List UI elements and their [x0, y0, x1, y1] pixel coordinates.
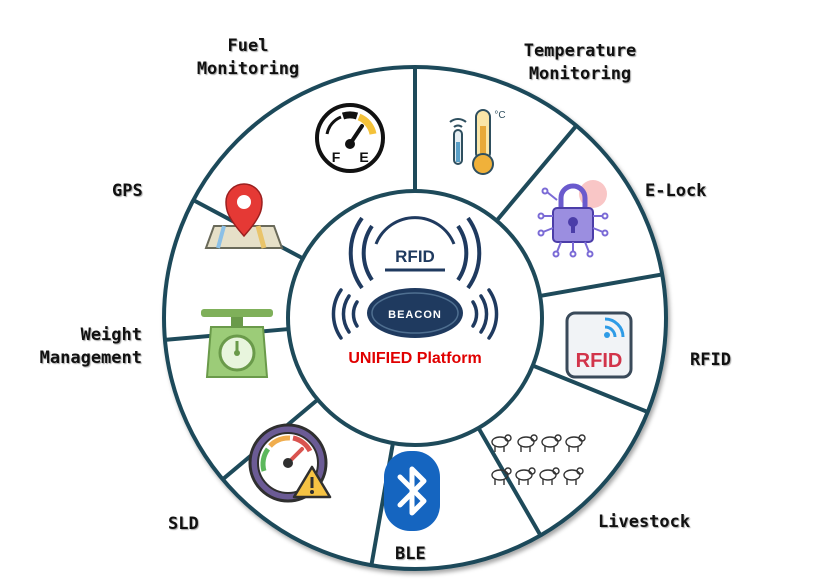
label-e-lock: E-Lock — [645, 181, 707, 201]
weighing-scale-icon — [201, 309, 273, 378]
center-emblem: RFID BEACON — [331, 216, 499, 340]
label-fuel-monitoring: Fuel Monitoring — [196, 36, 300, 79]
animal-glyph-2 — [541, 434, 562, 452]
beacon-badge-rim — [371, 292, 459, 334]
segment-divider-3 — [532, 363, 649, 414]
label-livestock: Livestock — [598, 512, 691, 532]
thermo-unit-label: °C — [494, 110, 505, 121]
map-pin-icon — [204, 183, 284, 249]
animal-glyph-6 — [539, 467, 560, 485]
segment-divider-1 — [495, 124, 578, 222]
animal-glyph-1 — [517, 434, 538, 452]
center-beacon-text: BEACON — [388, 309, 442, 321]
label-ble: BLE — [395, 544, 426, 564]
rfid-tag-icon: RFID — [565, 311, 633, 379]
segment-divider-2 — [539, 272, 663, 298]
animal-glyph-7 — [563, 467, 584, 485]
fuel-e-label: E — [359, 149, 368, 165]
livestock-animals-icon — [491, 434, 586, 485]
speed-limit-warning-icon — [248, 423, 332, 503]
center-rfid-text: RFID — [395, 247, 435, 266]
label-sld: SLD — [168, 514, 199, 534]
label-gps: GPS — [112, 181, 143, 201]
beacon-waves-icon — [331, 288, 499, 340]
segment-divider-4 — [476, 426, 543, 537]
fuel-f-label: F — [332, 149, 341, 165]
circuit-lock-icon — [537, 180, 609, 258]
segment-dividers — [164, 67, 663, 566]
fuel-gauge-icon: F E — [315, 103, 385, 173]
rfid-waves-icon — [348, 216, 482, 290]
label-weight-management: Weight Management — [39, 325, 142, 368]
animal-glyph-4 — [491, 467, 512, 485]
label-rfid: RFID — [690, 350, 731, 370]
bluetooth-icon — [384, 451, 440, 531]
animal-glyph-0 — [491, 434, 512, 452]
unified-platform-title: UNIFIED Platform — [348, 350, 482, 367]
label-temperature-monitoring: Temperature Monitoring — [523, 41, 637, 84]
beacon-badge — [367, 288, 463, 338]
animal-glyph-5 — [515, 467, 536, 485]
animal-glyph-3 — [565, 434, 586, 452]
rfid-tag-text: RFID — [576, 350, 623, 372]
thermometer-icon: °C — [449, 109, 506, 175]
